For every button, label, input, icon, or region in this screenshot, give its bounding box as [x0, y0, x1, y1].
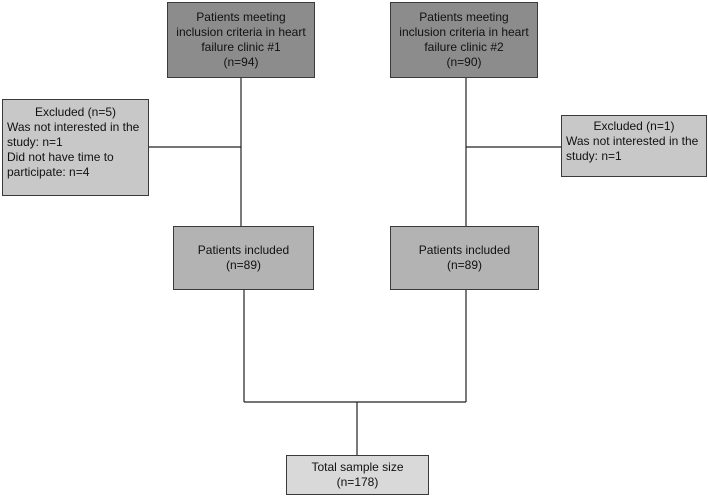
clinic1-line-1: Patients meeting [196, 10, 286, 24]
included2-line-2: (n=89) [446, 258, 483, 272]
clinic1-line-2: inclusion criteria in heart [176, 25, 306, 39]
clinic2-line-2: inclusion criteria in heart [399, 25, 529, 39]
excluded1-box: Excluded (n=5) Was not interested in the… [2, 99, 149, 196]
included2-line-1: Patients included [418, 243, 511, 257]
clinic1-line-4: (n=94) [223, 55, 259, 69]
excluded2-box: Excluded (n=1) Was not interested in the… [561, 115, 707, 177]
excluded1-line-4: participate: n=4 [7, 165, 90, 179]
clinic2-line-1: Patients meeting [419, 10, 509, 24]
total-box: Total sample size (n=178) [286, 455, 429, 495]
excluded1-line-1: Was not interested in the [7, 120, 140, 134]
clinic1-line-3: failure clinic #1 [201, 40, 281, 54]
excluded1-line-3: Did not have time to [7, 150, 114, 164]
clinic2-line-4: (n=90) [446, 55, 482, 69]
included1-box: Patients included (n=89) [173, 226, 314, 290]
excluded1-line-2: study: n=1 [7, 135, 63, 149]
clinic2-box: Patients meeting inclusion criteria in h… [390, 2, 538, 78]
total-line-1: Total sample size [311, 460, 404, 474]
included1-line-1: Patients included [197, 243, 290, 257]
excluded2-line-1: Was not interested in the [566, 134, 699, 148]
excluded2-line-2: study: n=1 [566, 149, 622, 163]
included2-box: Patients included (n=89) [390, 226, 539, 290]
included1-line-2: (n=89) [225, 258, 262, 272]
excluded2-title: Excluded (n=1) [593, 119, 675, 133]
clinic2-line-3: failure clinic #2 [424, 40, 504, 54]
excluded1-title: Excluded (n=5) [34, 105, 117, 119]
total-line-2: (n=178) [336, 475, 379, 489]
clinic1-box: Patients meeting inclusion criteria in h… [167, 2, 315, 78]
